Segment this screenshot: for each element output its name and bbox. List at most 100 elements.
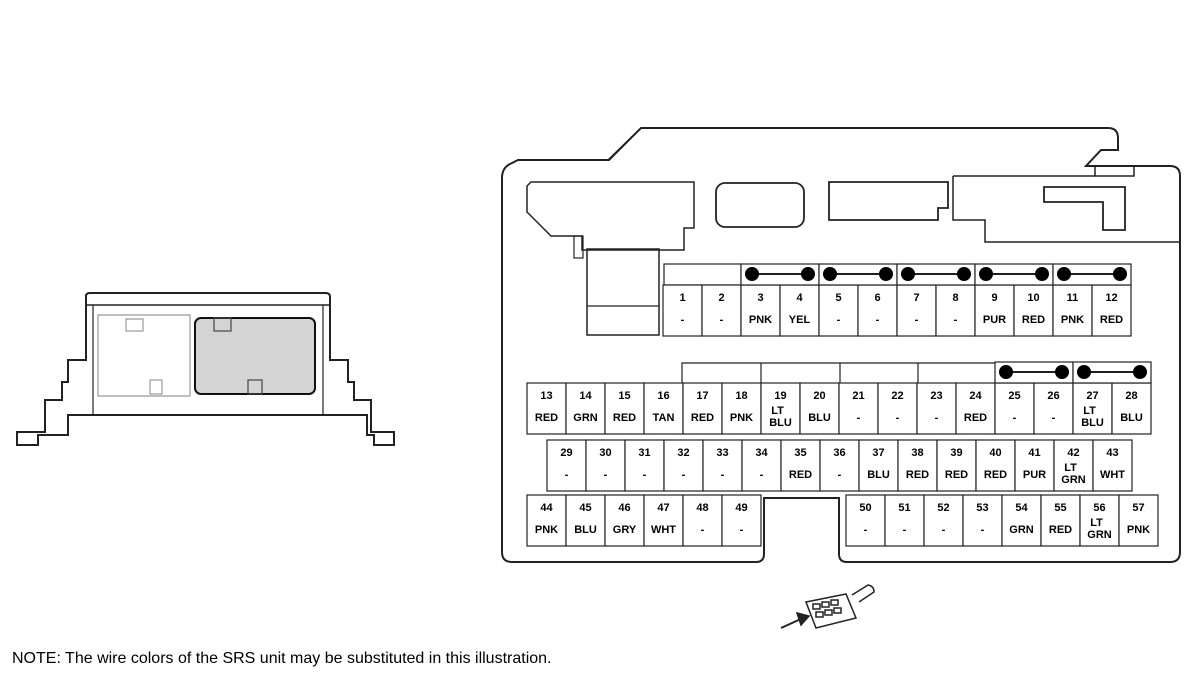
bar-dot xyxy=(1113,267,1127,281)
pin-number: 22 xyxy=(891,390,903,402)
shorting-bar-9-10 xyxy=(974,263,1054,286)
pin-number: 10 xyxy=(1027,292,1039,304)
pin-number: 17 xyxy=(696,390,708,402)
pin-number: 1 xyxy=(679,292,685,304)
note-text: NOTE: The wire colors of the SRS unit ma… xyxy=(12,650,552,667)
pin-53: 53- xyxy=(962,494,1003,547)
pin-wire-color: - xyxy=(1013,412,1017,424)
pin-number: 47 xyxy=(657,502,669,514)
pin-cell xyxy=(974,284,1015,337)
pin-cell xyxy=(1091,284,1132,337)
bar-dot xyxy=(1133,365,1147,379)
pin-wire-color: - xyxy=(1052,412,1056,424)
pin-cell xyxy=(526,382,567,435)
pin-cell xyxy=(604,382,645,435)
pin-number: 28 xyxy=(1125,390,1137,402)
pin-wire-color: WHT xyxy=(1100,469,1125,481)
shorting-bars xyxy=(740,263,1152,384)
pin-wire-color: RED xyxy=(964,412,987,424)
pin-wire-color: PUR xyxy=(1023,469,1046,481)
pin-wire-color: - xyxy=(864,524,868,536)
pin-number: 38 xyxy=(911,447,923,459)
pin-21: 21- xyxy=(838,382,879,435)
pin-wire-color: - xyxy=(981,524,985,536)
pin-wire-color: - xyxy=(565,469,569,481)
pin-5: 5- xyxy=(818,284,859,337)
pin-number: 42 xyxy=(1067,447,1079,459)
shorting-bar-3-4 xyxy=(740,263,820,286)
srs-unit-illustration xyxy=(16,292,395,446)
pin-cell xyxy=(526,494,567,547)
pin-cell xyxy=(760,382,801,435)
pin-wire-color: - xyxy=(720,314,724,326)
connector-housing xyxy=(501,127,1181,563)
pin-wire-color: - xyxy=(721,469,725,481)
pin-cell xyxy=(702,439,743,492)
pin-wire-color: RED xyxy=(1049,524,1072,536)
pin-wire-color: - xyxy=(915,314,919,326)
pin-number: 56 xyxy=(1093,502,1105,514)
pin-cell xyxy=(643,494,684,547)
pin-wire-color: - xyxy=(604,469,608,481)
bar-dot xyxy=(879,267,893,281)
pin-52: 52- xyxy=(923,494,964,547)
bar-dot xyxy=(979,267,993,281)
pin-number: 30 xyxy=(599,447,611,459)
pin-number: 13 xyxy=(540,390,552,402)
pin-number: 34 xyxy=(755,447,768,459)
pin-25: 25 - xyxy=(994,382,1035,435)
pin-number: 51 xyxy=(898,502,910,514)
pin-26: 26- xyxy=(1033,382,1074,435)
pin-22: 22- xyxy=(877,382,918,435)
bar-dot xyxy=(801,267,815,281)
pin-number: 35 xyxy=(794,447,806,459)
pin-wire-color: - xyxy=(740,524,744,536)
pin-number: 2 xyxy=(718,292,724,304)
bar-dot xyxy=(1077,365,1091,379)
pin-wire-color: WHT xyxy=(651,524,676,536)
pin-wire-color: - xyxy=(942,524,946,536)
pin-30: 30 - xyxy=(585,439,626,492)
bar-dot xyxy=(823,267,837,281)
pin-cell xyxy=(845,494,886,547)
pin-wire-color: RED xyxy=(691,412,714,424)
pin-cell xyxy=(604,494,645,547)
pin-wire-color: - xyxy=(760,469,764,481)
pin-cell xyxy=(877,382,918,435)
pin-wire-color: RED xyxy=(613,412,636,424)
pin-cell xyxy=(741,439,782,492)
pin-wire-color: BLU xyxy=(1120,412,1143,424)
pin-wire-color: PNK xyxy=(1127,524,1150,536)
pin-number: 12 xyxy=(1105,292,1117,304)
pin-number: 40 xyxy=(989,447,1001,459)
pin-cell xyxy=(721,382,762,435)
pin-cell xyxy=(962,494,1003,547)
pin-8: 8- xyxy=(935,284,976,337)
pin-number: 7 xyxy=(913,292,919,304)
pin-wire-color: - xyxy=(701,524,705,536)
pin-29: 29- xyxy=(546,439,587,492)
pin-wire-color: BLU xyxy=(574,524,597,536)
pin-wire-color: BLU xyxy=(867,469,890,481)
pin-cell xyxy=(1014,439,1055,492)
pin-number: 25 xyxy=(1008,390,1020,402)
bar-dot xyxy=(957,267,971,281)
pin-number: 21 xyxy=(852,390,864,402)
pin-wire-color: LT xyxy=(1090,517,1103,529)
